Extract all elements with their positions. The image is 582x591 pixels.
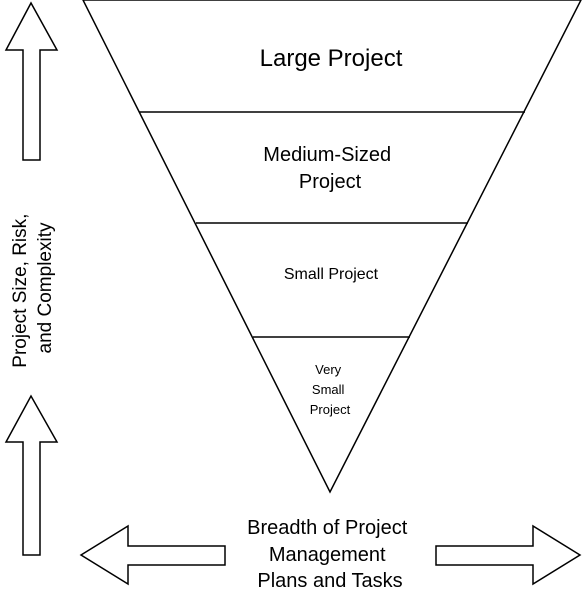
vertical-axis-label: Project Size, Risk, and Complexity: [10, 208, 56, 367]
left-arrow-icon: [79, 524, 226, 586]
level-small-project-label: Small Project: [284, 266, 379, 283]
funnel-triangle: [82, 0, 582, 494]
right-arrow-icon: [435, 524, 582, 586]
level-large-project-label: Large Project: [260, 45, 403, 72]
level-medium-project-label: Medium-Sized Project: [263, 144, 396, 193]
level-very-small-project-label: Very Small Project: [310, 362, 351, 417]
up-arrow-bottom-icon: [4, 394, 59, 556]
horizontal-axis-label: Breadth of Project Management Plans and …: [247, 517, 413, 591]
up-arrow-top-icon: [4, 1, 59, 161]
